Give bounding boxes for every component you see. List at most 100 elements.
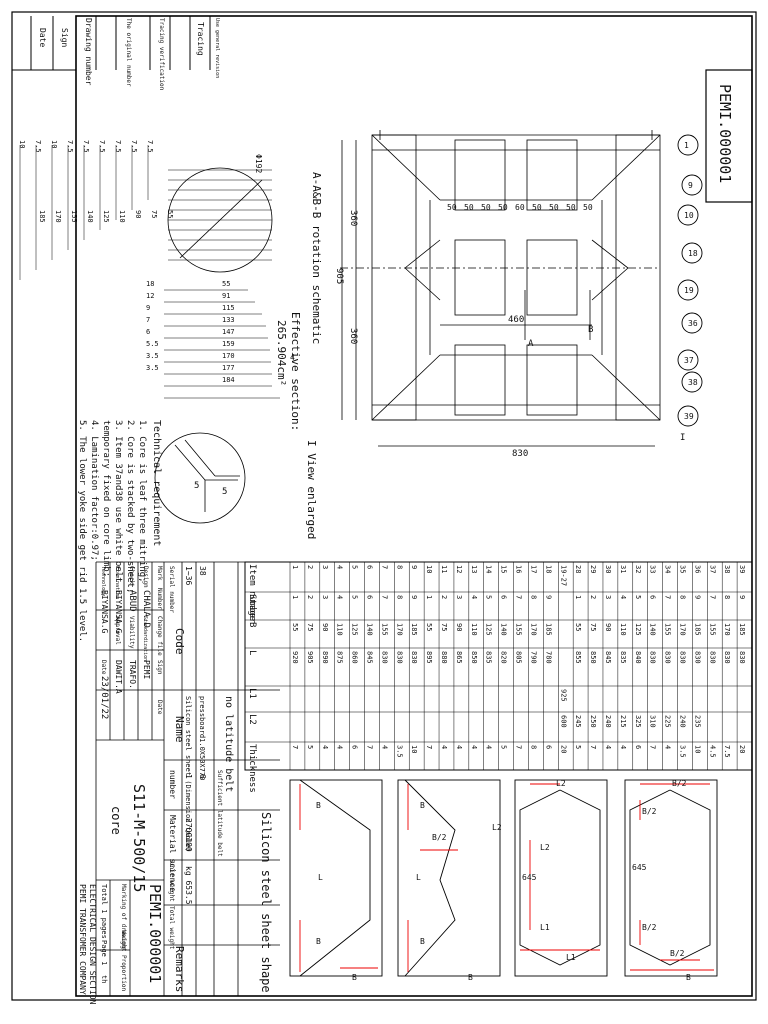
parts-cell: 8 — [529, 595, 537, 599]
left-dim: 110 — [118, 210, 126, 223]
effective-value: 265.904cm² — [275, 320, 288, 386]
parts-cell: 7 — [515, 595, 523, 599]
parts-cell: 3 — [321, 595, 329, 599]
date-label: Date — [156, 700, 163, 715]
tech-item: 2. Core is stacked by two-sheet; — [125, 420, 135, 593]
parts-cell: 30 — [604, 565, 612, 573]
step-width: 50 — [464, 203, 474, 212]
parts-cell: 7 — [649, 745, 657, 749]
tech-item: 4. Lamination factor:0.97; — [89, 420, 99, 561]
parts-cell: 7 — [366, 745, 374, 749]
strip-label: Tracing — [196, 22, 205, 56]
parts-cell: 905 — [306, 651, 314, 664]
sheet-shapes: Silicon steel sheet shape B L B — [259, 779, 718, 993]
parts-cell: 37 — [708, 565, 716, 573]
parts-cell: 7 — [708, 595, 716, 599]
parts-cell: 2 — [306, 595, 314, 599]
parts-cell: 7 — [380, 595, 388, 599]
bom-text: Serial number Code Name number Material … — [78, 566, 234, 1005]
parts-header: B — [247, 622, 257, 627]
parts-cell: 110 — [336, 623, 344, 636]
parts-cell: 225 — [664, 715, 672, 728]
stack-count: 9 — [146, 304, 150, 312]
parts-cell: 155 — [515, 623, 523, 636]
parts-header: Thickness — [247, 744, 257, 793]
col-remarks: Remarks — [173, 946, 186, 992]
parts-cell: 4 — [380, 745, 388, 749]
mark-label: Mark — [156, 566, 163, 581]
parts-cell: 4 — [664, 745, 672, 749]
parts-cell: 34 — [664, 565, 672, 573]
parts-cell: 32 — [634, 565, 642, 573]
parts-cell: 19-27 — [559, 565, 567, 586]
parts-cell: 12 — [455, 565, 463, 573]
parts-cell: 38 — [723, 565, 731, 573]
strip-label: Sign — [60, 28, 69, 47]
callout-number: 1 — [684, 141, 689, 150]
parts-cell: 9 — [693, 595, 701, 599]
left-strip — [30, 16, 211, 70]
parts-cell: 11 — [440, 565, 448, 573]
drawing-id: PEMI.000001 — [716, 84, 734, 183]
bom-suffix: Sufficient latitude belt — [216, 770, 223, 857]
date-label-2: Date — [100, 660, 107, 675]
sign-label: Sign — [156, 660, 163, 675]
section-width: 91 — [222, 292, 230, 300]
shape-label-b2: B/2 — [670, 949, 685, 958]
section-b: B — [588, 325, 593, 335]
parts-cell: 170 — [723, 623, 731, 636]
parts-cell: 4 — [440, 745, 448, 749]
stack-count: 5.5 — [146, 340, 159, 348]
bom-weight-2: kg 653.5 — [184, 866, 193, 905]
parts-cell: 215 — [619, 715, 627, 728]
parts-cell: 835 — [619, 651, 627, 664]
callout-circle — [681, 371, 703, 393]
parts-cell: 4 — [336, 595, 344, 599]
shape-label-b: B — [686, 973, 691, 982]
parts-cell: 880 — [440, 651, 448, 664]
parts-cell: 890 — [321, 651, 329, 664]
parts-cell: 860 — [351, 651, 359, 664]
examine-label: Examination — [114, 566, 120, 599]
design-label: Design — [142, 566, 149, 588]
stack-count: 6 — [146, 328, 150, 336]
date-value: 23/01/22 — [99, 676, 109, 719]
parts-cell: 6 — [366, 595, 374, 599]
parts-cell: 925 — [559, 689, 567, 702]
strip-label: Drawing number — [84, 18, 93, 86]
dept: ELECTRICAL DESIGN SECTION — [88, 884, 97, 1005]
shape-label-l1: L1 — [566, 953, 576, 962]
parts-cell: 3.5 — [395, 745, 403, 758]
shape-label-b2: B/2 — [642, 807, 657, 816]
shape-label-l2: L2 — [556, 779, 566, 788]
parts-cell: 155 — [380, 623, 388, 636]
parts-cell: 185 — [693, 623, 701, 636]
view-title: A-A&B-B rotation schematic — [310, 172, 323, 344]
parts-cell: 2 — [440, 595, 448, 599]
section-width: 170 — [222, 352, 235, 360]
col-total-weight: Total weight — [168, 906, 175, 950]
section-a: A — [528, 339, 534, 349]
parts-cell: 8 — [723, 595, 731, 599]
parts-cell: 4 — [470, 745, 478, 749]
parts-cell: 830 — [380, 651, 388, 664]
step-width: 60 — [515, 203, 525, 212]
parts-cell: 55 — [291, 623, 299, 631]
parts-cell: 2 — [589, 595, 597, 599]
bom-name-2: Silicon steel sheet (Dimension table) — [184, 696, 192, 852]
check-name: ABUD — [127, 590, 137, 612]
enlarged-title: I View enlarged — [305, 440, 318, 539]
parts-cell: 4 — [470, 595, 478, 599]
parts-cell: 7 — [291, 745, 299, 749]
parts-cell: 125 — [634, 623, 642, 636]
top-dim: 10 — [50, 140, 58, 148]
design-name: CHALA.D — [141, 590, 151, 628]
parts-cell: 185 — [410, 623, 418, 636]
core-main-view — [340, 130, 661, 447]
enlarged-view — [154, 432, 246, 524]
